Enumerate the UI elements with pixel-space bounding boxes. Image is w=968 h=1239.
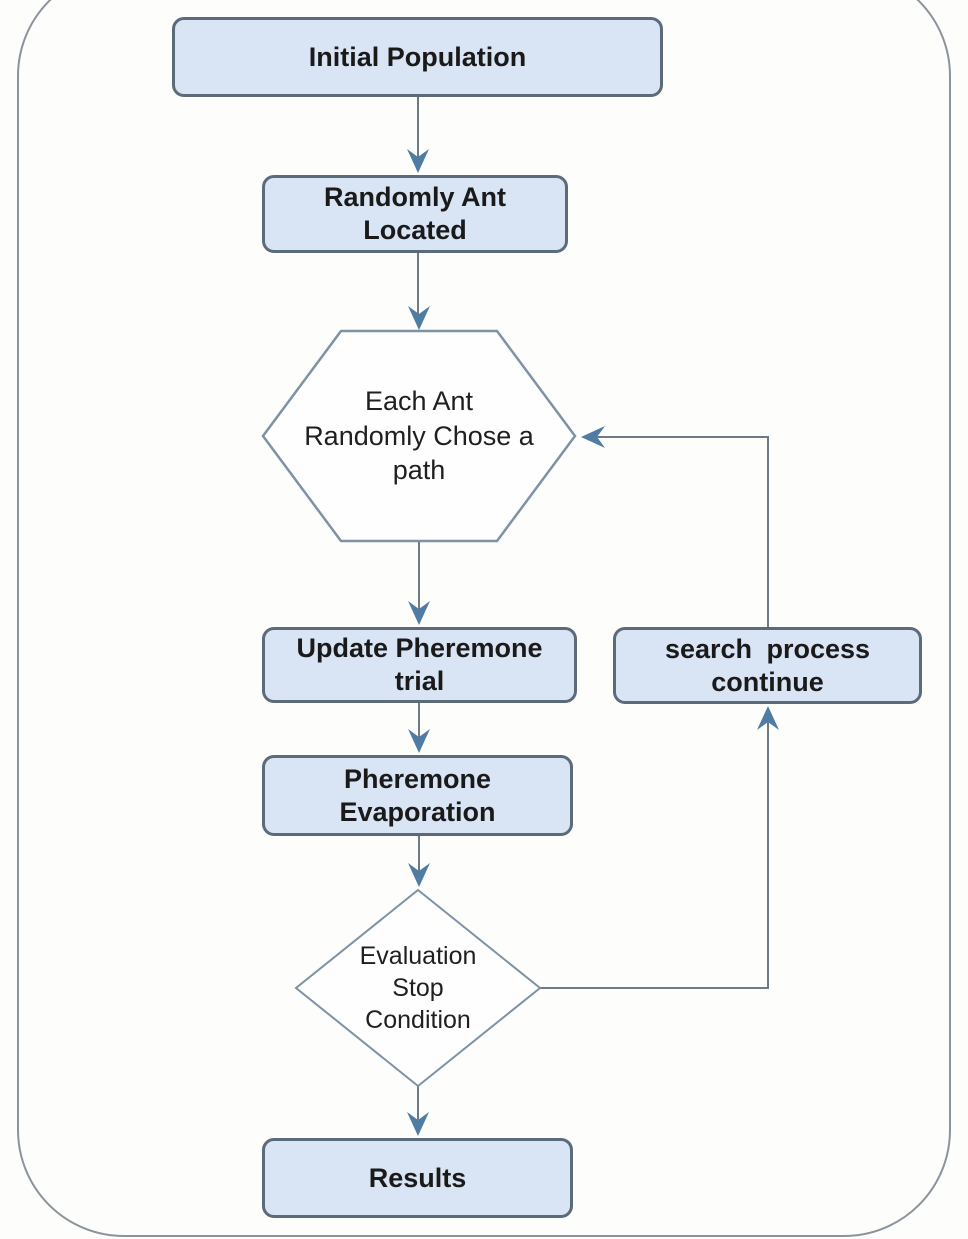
arrowhead-down: [408, 306, 430, 330]
node-label: search process continue: [664, 633, 871, 697]
diamond-shape: [294, 888, 542, 1088]
arrowhead-left: [581, 426, 605, 448]
node-initial-population: Initial Population: [172, 17, 663, 97]
arrowhead-down: [408, 601, 430, 625]
node-label: Pheremone Evaporation: [339, 763, 496, 827]
connector-line-loop-back: [590, 436, 769, 627]
arrowhead-down: [408, 729, 430, 753]
node-pheremone-evaporation: Pheremone Evaporation: [262, 755, 573, 836]
node-label: Initial Population: [308, 41, 527, 72]
node-label: Each Ant Randomly Chose a path: [304, 386, 534, 486]
node-randomly-ant-located: Randomly Ant Located: [262, 175, 568, 253]
arrowhead-down: [408, 863, 430, 887]
node-search-process-continue: search process continue: [613, 627, 922, 704]
outer-frame: [17, 0, 951, 1237]
hexagon-shape: [261, 329, 577, 543]
arrowhead-up: [757, 706, 779, 730]
arrowhead-down: [407, 1112, 429, 1136]
connector-line-loop-up: [540, 714, 769, 989]
node-results: Results: [262, 1138, 573, 1218]
arrowheads: [407, 149, 779, 1136]
node-label: Evaluation Stop Condition: [359, 942, 477, 1034]
node-label: Results: [368, 1162, 467, 1193]
node-update-pheremone-trial: Update Pheremone trial: [262, 627, 577, 703]
node-label: Randomly Ant Located: [324, 182, 506, 245]
node-each-ant-randomly-chose-path: Each Ant Randomly Chose a path: [299, 368, 539, 504]
arrowhead-down: [407, 149, 429, 173]
node-label: Update Pheremone trial: [296, 633, 543, 696]
node-evaluation-stop-condition: Evaluation Stop Condition: [318, 925, 518, 1051]
